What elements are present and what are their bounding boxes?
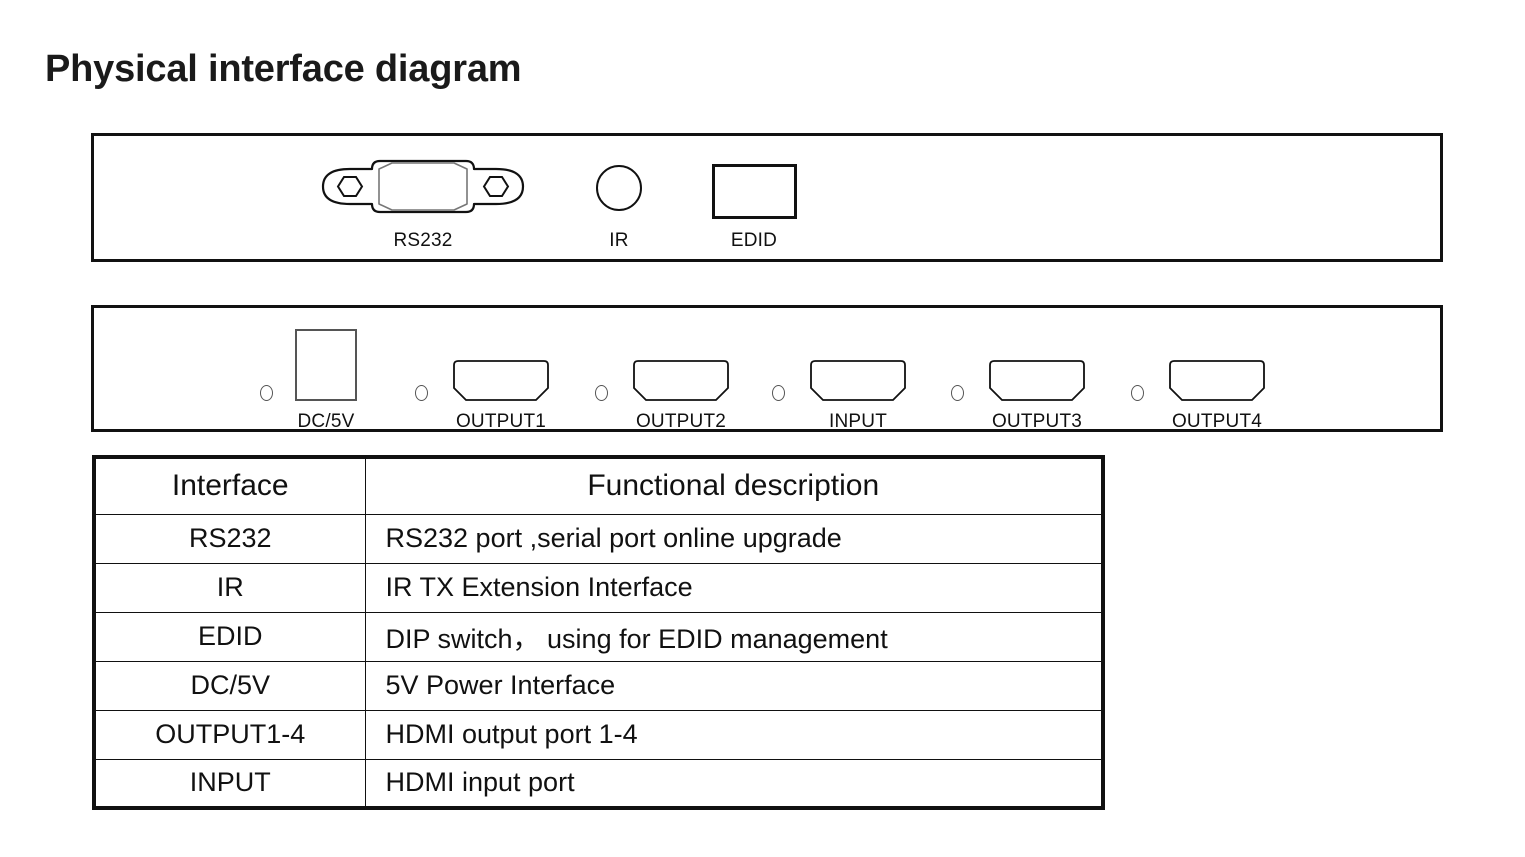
db9-connector-icon — [320, 158, 526, 220]
page-title: Physical interface diagram — [45, 48, 522, 90]
hdmi-port-icon-output1 — [449, 359, 553, 408]
dip-switch-icon — [712, 164, 797, 219]
rear-port-label-rs232: RS232 — [393, 230, 453, 251]
cell-description: RS232 port ,serial port online upgrade — [364, 513, 1104, 564]
table-row: RS232 RS232 port ,serial port online upg… — [93, 513, 1104, 564]
table-row: OUTPUT1-4 HDMI output port 1-4 — [93, 709, 1104, 760]
front-panel: DC/5V OUTPUT1 OUTPUT2 INPUT OUTPUT3 OUTP… — [91, 305, 1443, 432]
front-port-label-output4: OUTPUT4 — [1171, 411, 1263, 432]
led-indicator-dc5v — [260, 385, 273, 401]
cell-description: 5V Power Interface — [364, 660, 1104, 711]
hdmi-port-icon-input — [806, 359, 910, 408]
table-row: EDID DIP switch， using for EDID manageme… — [93, 611, 1104, 662]
front-port-label-output2: OUTPUT2 — [635, 411, 727, 432]
cell-interface: DC/5V — [93, 660, 366, 711]
led-indicator-output3 — [951, 385, 964, 401]
table-row: DC/5V 5V Power Interface — [93, 660, 1104, 711]
cell-interface: INPUT — [93, 758, 366, 809]
table-header-interface: Interface — [93, 456, 366, 515]
led-indicator-output1 — [415, 385, 428, 401]
cell-description: DIP switch， using for EDID management — [364, 611, 1104, 662]
front-port-label-output1: OUTPUT1 — [455, 411, 547, 432]
table-row: IR IR TX Extension Interface — [93, 562, 1104, 613]
hdmi-port-icon-output3 — [985, 359, 1089, 408]
rear-port-label-ir: IR — [609, 230, 629, 251]
cell-description: IR TX Extension Interface — [364, 562, 1104, 613]
cell-interface: IR — [93, 562, 366, 613]
cell-description: HDMI output port 1-4 — [364, 709, 1104, 760]
led-indicator-input — [772, 385, 785, 401]
rear-panel: RS232 IR EDID — [91, 133, 1443, 262]
cell-interface: OUTPUT1-4 — [93, 709, 366, 760]
cell-interface: EDID — [93, 611, 366, 662]
table-row: INPUT HDMI input port — [93, 758, 1104, 809]
led-indicator-output2 — [595, 385, 608, 401]
front-port-label-input: INPUT — [829, 411, 887, 432]
cell-interface: RS232 — [93, 513, 366, 564]
ir-circle-icon — [596, 165, 642, 211]
front-port-label-output3: OUTPUT3 — [991, 411, 1083, 432]
dc-power-jack-icon — [295, 329, 357, 401]
front-port-label-dc5v: DC/5V — [297, 411, 355, 432]
table-header-description: Functional description — [364, 456, 1104, 515]
table-header-row: Interface Functional description — [93, 456, 1104, 515]
hdmi-port-icon-output2 — [629, 359, 733, 408]
cell-description: HDMI input port — [364, 758, 1104, 809]
interface-description-table: Interface Functional description RS232 R… — [92, 455, 1105, 810]
rear-port-label-edid: EDID — [730, 230, 778, 251]
hdmi-port-icon-output4 — [1165, 359, 1269, 408]
led-indicator-output4 — [1131, 385, 1144, 401]
